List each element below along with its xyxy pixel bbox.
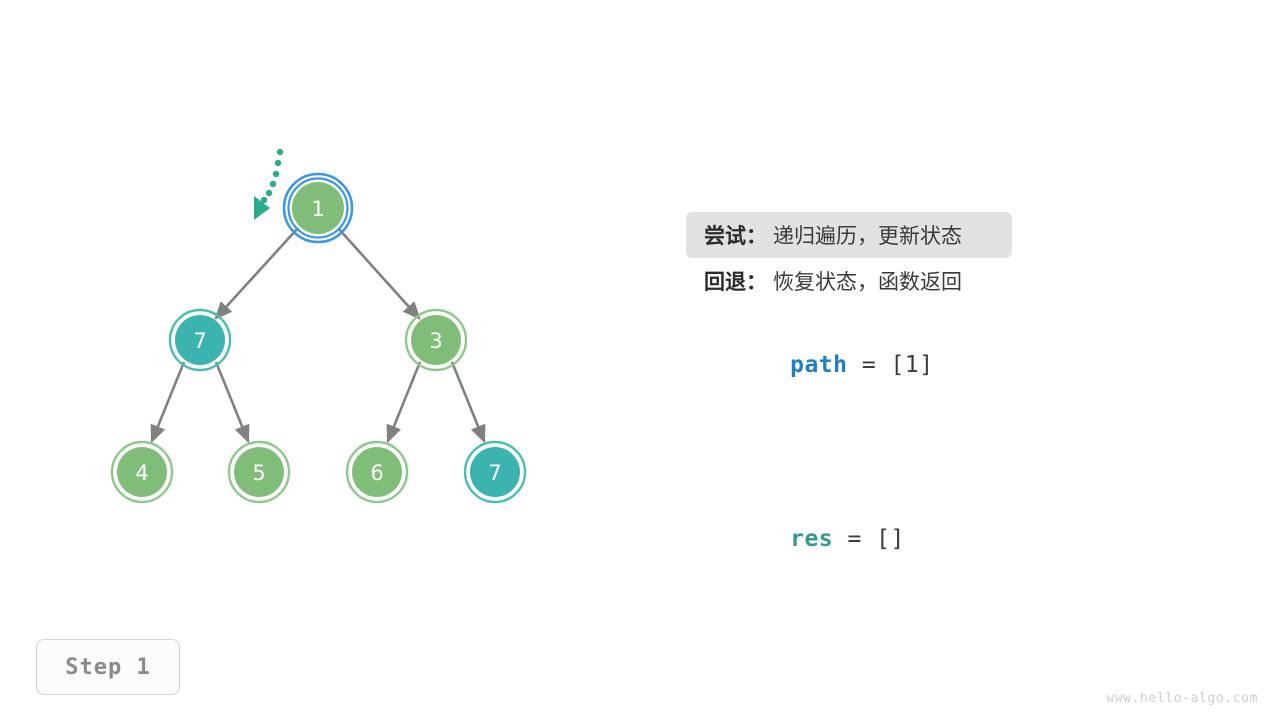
hint-row-try: 尝试： 递归遍历，更新状态 bbox=[686, 212, 1012, 258]
node-label: 3 bbox=[429, 329, 442, 353]
edge-7-4 bbox=[150, 361, 186, 444]
hint-key-backtrack: 回退： bbox=[704, 270, 767, 294]
node-outer-ring bbox=[463, 440, 527, 504]
hint-row-backtrack: 回退： 恢复状态，函数返回 bbox=[686, 258, 1012, 304]
variable-name-path: path bbox=[790, 352, 848, 378]
node-circle bbox=[117, 447, 167, 497]
tree-node-1[interactable]: 1 bbox=[282, 172, 354, 244]
variable-name-res: res bbox=[790, 526, 834, 552]
node-inner-ring bbox=[287, 177, 349, 239]
variable-value-path: = [1] bbox=[847, 352, 934, 378]
node-label: 6 bbox=[370, 461, 383, 485]
binary-tree-diagram: 1 7 3 4 5 6 7 bbox=[110, 148, 527, 504]
node-circle bbox=[234, 447, 284, 497]
node-label: 7 bbox=[488, 461, 501, 485]
node-label: 7 bbox=[193, 329, 206, 353]
pointer-dot bbox=[274, 159, 282, 167]
hint-value-backtrack: 恢复状态，函数返回 bbox=[773, 270, 962, 294]
hint-value-try: 递归遍历，更新状态 bbox=[773, 224, 962, 248]
tree-node-6[interactable]: 6 bbox=[345, 440, 409, 504]
variable-path-row: path = [1] bbox=[686, 326, 1246, 404]
variable-res-row: res = [] bbox=[686, 500, 1246, 578]
edge-3-6 bbox=[386, 361, 422, 444]
node-outer-ring bbox=[168, 308, 232, 372]
hint-key-try: 尝试： bbox=[704, 224, 767, 248]
edge-1-7 bbox=[214, 227, 299, 320]
tree-node-4[interactable]: 4 bbox=[110, 440, 174, 504]
node-active-ring bbox=[282, 172, 354, 244]
edge-7-5 bbox=[214, 361, 250, 444]
node-circle bbox=[470, 447, 520, 497]
tree-node-5[interactable]: 5 bbox=[227, 440, 291, 504]
edge-3-7 bbox=[450, 361, 486, 444]
node-circle bbox=[292, 182, 344, 234]
node-label: 1 bbox=[311, 197, 324, 221]
pointer-arrow-icon bbox=[254, 196, 270, 220]
node-circle bbox=[175, 315, 225, 365]
node-outer-ring bbox=[404, 308, 468, 372]
tree-edges bbox=[150, 227, 486, 444]
pointer-dot bbox=[265, 189, 273, 197]
edge-1-3 bbox=[337, 227, 421, 320]
node-label: 5 bbox=[252, 461, 265, 485]
pointer-dot bbox=[260, 196, 268, 204]
tree-node-7-left[interactable]: 7 bbox=[168, 308, 232, 372]
tree-node-7-right[interactable]: 7 bbox=[463, 440, 527, 504]
pointer-dot bbox=[269, 180, 277, 188]
variable-value-res: = [] bbox=[833, 526, 905, 552]
node-outer-ring bbox=[345, 440, 409, 504]
explanation-panel: 尝试： 递归遍历，更新状态 回退： 恢复状态，函数返回 path = [1] r… bbox=[686, 212, 1246, 578]
node-label: 4 bbox=[135, 461, 148, 485]
node-outer-ring bbox=[227, 440, 291, 504]
pointer-trail bbox=[260, 148, 284, 204]
pointer-dot bbox=[272, 170, 280, 178]
watermark-url: www.hello-algo.com bbox=[1106, 691, 1258, 706]
node-circle bbox=[352, 447, 402, 497]
tree-node-3[interactable]: 3 bbox=[404, 308, 468, 372]
pointer-dot bbox=[276, 148, 284, 156]
node-circle bbox=[411, 315, 461, 365]
node-outer-ring bbox=[110, 440, 174, 504]
step-badge: Step 1 bbox=[36, 639, 180, 695]
